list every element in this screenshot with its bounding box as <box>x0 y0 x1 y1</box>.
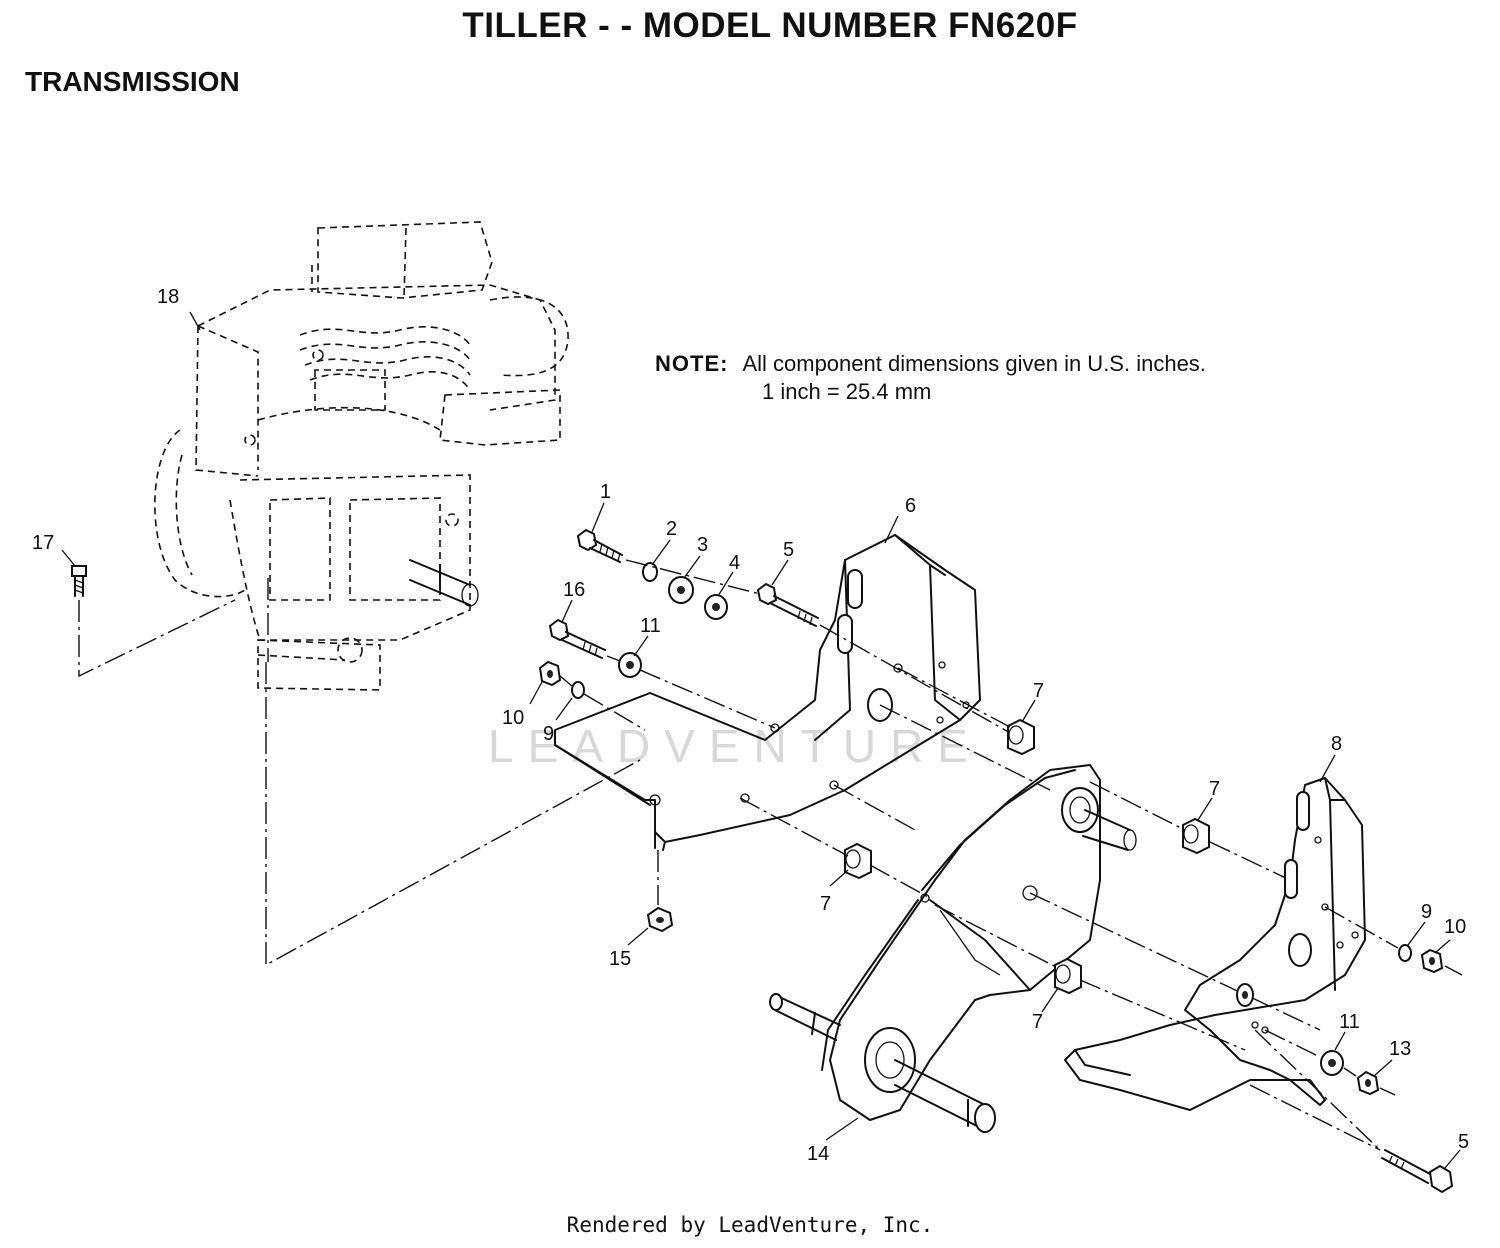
callout-8: 8 <box>1331 733 1342 755</box>
callout-5-upper: 5 <box>783 539 794 561</box>
callout-15: 15 <box>609 948 631 970</box>
note-block: NOTE: All component dimensions given in U… <box>655 350 1206 406</box>
callout-7-a: 7 <box>1033 680 1044 702</box>
spacer-part-7-a <box>1007 718 1035 756</box>
callout-9-left: 9 <box>543 723 554 745</box>
note-line-2: 1 inch = 25.4 mm <box>762 379 932 404</box>
callout-16: 16 <box>563 579 585 601</box>
callout-numbers: 18 17 1 2 3 4 5 6 16 11 10 9 7 7 7 7 8 9… <box>32 286 1469 1165</box>
callout-leaders <box>61 311 1461 1169</box>
washer-part-9-right <box>1398 944 1412 962</box>
callout-18: 18 <box>157 286 179 308</box>
callout-10-left: 10 <box>502 707 524 729</box>
washer-part-11-right <box>1320 1050 1344 1076</box>
washer-part-9-left <box>571 681 585 699</box>
callout-3: 3 <box>697 534 708 556</box>
bracket-part-6 <box>554 534 981 851</box>
page-title: TILLER - - MODEL NUMBER FN620F <box>462 6 1078 45</box>
washer-part-4 <box>704 594 728 620</box>
engine-part-18 <box>154 221 569 691</box>
callout-7-c: 7 <box>820 893 831 915</box>
callout-9-right: 9 <box>1421 901 1432 923</box>
washer-part-11-left <box>618 652 642 678</box>
bolt-part-17 <box>71 565 87 597</box>
washer-part-2 <box>642 562 658 582</box>
bolt-part-5-upper <box>756 582 819 627</box>
spacer-part-7-d <box>1054 957 1082 995</box>
callout-7-d: 7 <box>1032 1011 1043 1033</box>
nut-part-13 <box>1356 1070 1380 1096</box>
callout-1: 1 <box>600 481 611 503</box>
callout-17: 17 <box>32 532 54 554</box>
note-line-1: All component dimensions given in U.S. i… <box>742 351 1206 376</box>
chain-case <box>769 764 1137 1133</box>
callout-4: 4 <box>729 552 740 574</box>
callout-7-b: 7 <box>1209 778 1220 800</box>
callout-13: 13 <box>1389 1038 1411 1060</box>
bolt-part-1 <box>576 528 623 563</box>
callout-6: 6 <box>905 495 916 517</box>
callout-11-right: 11 <box>1339 1011 1360 1033</box>
section-heading: TRANSMISSION <box>25 66 240 97</box>
footer-credit: Rendered by LeadVenture, Inc. <box>566 1213 934 1237</box>
callout-5-lower: 5 <box>1458 1131 1469 1153</box>
bolt-part-16 <box>548 618 606 659</box>
nut-part-15 <box>646 906 674 933</box>
callout-10-right: 10 <box>1444 916 1466 938</box>
bolt-part-5-lower <box>1381 1149 1454 1194</box>
note-label: NOTE: <box>655 351 729 376</box>
washer-part-3 <box>668 576 694 604</box>
nut-part-10-right <box>1420 948 1444 974</box>
spacer-part-7-c <box>844 842 872 880</box>
spacer-part-7-b <box>1182 817 1210 855</box>
callout-14: 14 <box>807 1143 829 1165</box>
bracket-part-8 <box>1064 777 1366 1111</box>
callout-11-left: 11 <box>640 615 661 637</box>
callout-2: 2 <box>666 518 677 540</box>
nut-part-10-left <box>538 660 562 687</box>
